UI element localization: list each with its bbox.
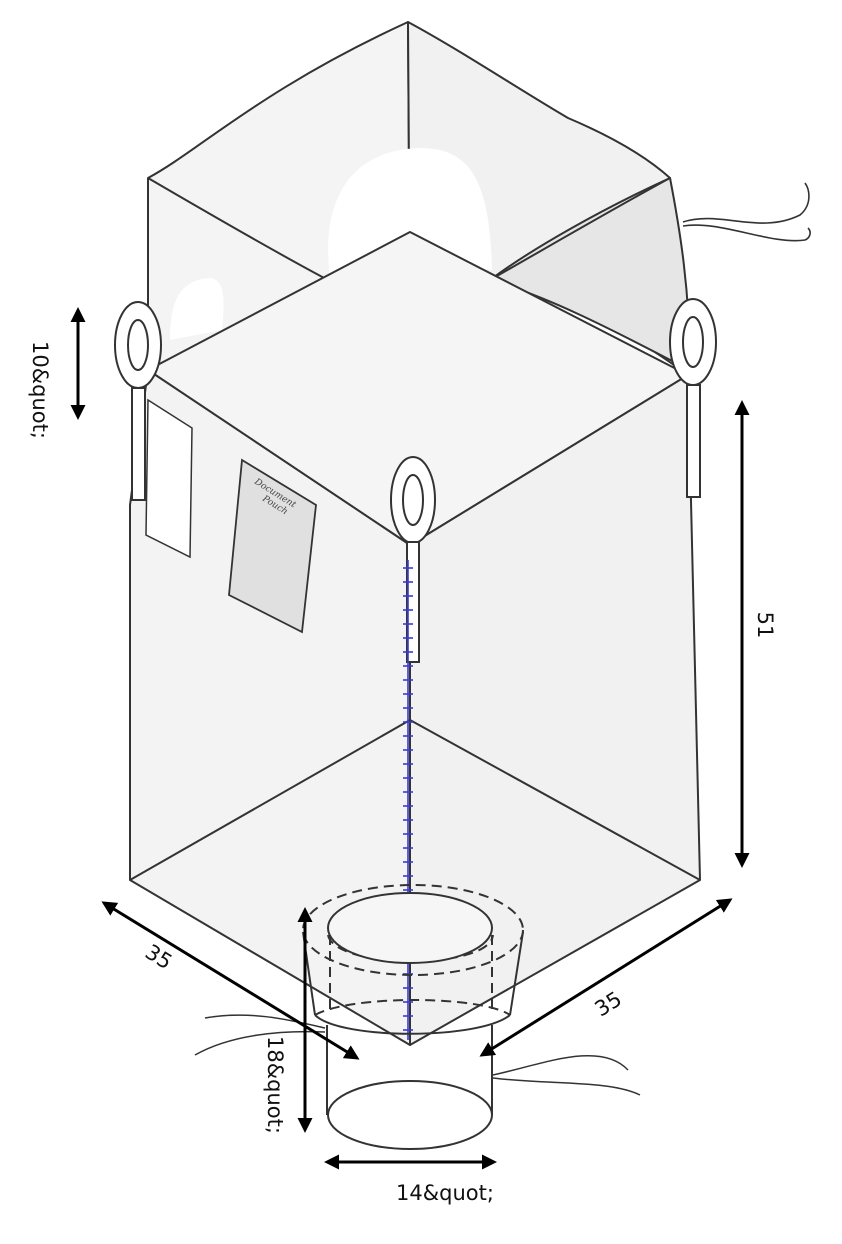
- base-right-label: 35: [591, 987, 626, 1022]
- top-tie-string: [682, 182, 811, 242]
- lifting-loop-right: [669, 298, 717, 498]
- bag-height-label: 51: [753, 612, 777, 639]
- skirt-highlight: [328, 148, 492, 278]
- spout-bottom-opening: [327, 1080, 493, 1150]
- spout-diameter-label: 14&quot;: [396, 1181, 494, 1205]
- label-card: [145, 398, 193, 559]
- spout-top-rim: [327, 892, 493, 964]
- lifting-loop-left: [114, 301, 162, 501]
- base-right-arrow: [479, 898, 733, 1057]
- spout-height-label: 18&quot;: [263, 1036, 287, 1134]
- skirt-right-shade: [489, 177, 691, 371]
- dimension-arrows: [70, 307, 750, 1170]
- base-left-arrow: [101, 901, 360, 1060]
- skirt-highlight-small: [170, 278, 224, 340]
- lifting-loops: [114, 298, 717, 663]
- loop-height-label: 10&quot;: [28, 341, 52, 439]
- lifting-loop-center: [390, 456, 436, 663]
- document-pouch: Document Pouch: [228, 458, 317, 634]
- bag-body: [129, 231, 701, 1046]
- spout-tie-right: [492, 1055, 641, 1096]
